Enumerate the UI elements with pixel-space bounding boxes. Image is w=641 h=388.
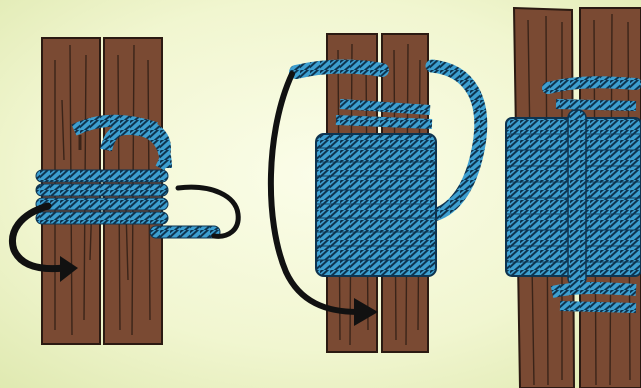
- frapping-turn: [568, 110, 586, 286]
- rope-standing-end: [296, 67, 382, 73]
- rope-wrap-block: [316, 134, 436, 276]
